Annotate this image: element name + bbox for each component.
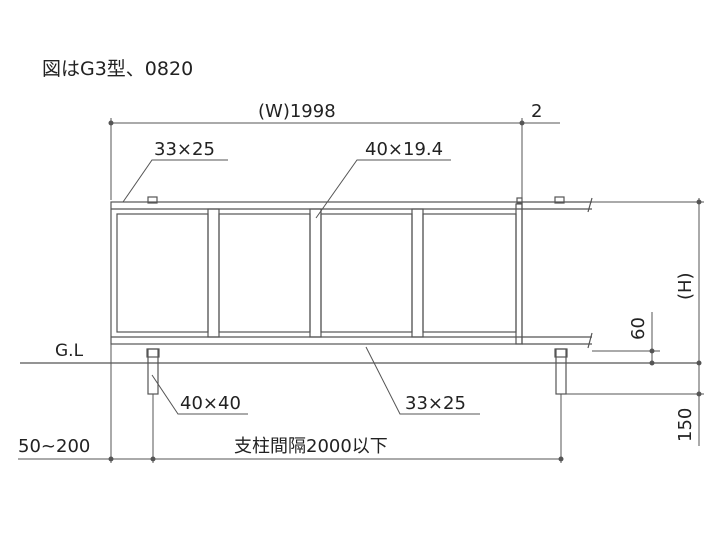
mid-bar-1 (207, 208, 220, 338)
diagram-caption: 図はG3型、0820 (42, 58, 193, 80)
break-line-bottom (587, 332, 593, 349)
h60-dot-top (649, 348, 655, 354)
post-left (147, 348, 159, 395)
top-rail-label: 33×25 (154, 139, 215, 160)
end-bar (515, 203, 523, 345)
break-line-top (587, 197, 593, 213)
post-label: 40×40 (180, 393, 241, 414)
fence-panel (110, 196, 593, 395)
panel-outer-frame (110, 201, 523, 345)
dimension-lines (18, 118, 704, 463)
mid-bar-label: 40×19.4 (365, 139, 443, 160)
h60-label: 60 (628, 317, 649, 340)
top-bracket-mid (516, 197, 523, 204)
post-right-cap (554, 348, 568, 358)
top-bracket-left (147, 196, 158, 204)
mid-bar-2 (309, 208, 322, 338)
height-dot-top (696, 199, 702, 205)
post-right (555, 348, 567, 395)
ground-label: G.L (55, 341, 84, 361)
leader-bottom-rail (365, 346, 480, 415)
top-bracket-right (554, 196, 565, 204)
bottom-rail-label: 33×25 (405, 393, 466, 414)
h60-dot-bottom (649, 360, 655, 366)
h150-label: 150 (675, 408, 696, 442)
offset-label: 50~200 (18, 436, 90, 457)
post-left-cap (146, 348, 160, 358)
mid-bar-3 (411, 208, 424, 338)
leader-mid-bar (315, 159, 451, 219)
infill-pane-1 (116, 213, 209, 333)
spacing-dot-left (150, 456, 156, 462)
leader-post (151, 374, 248, 415)
width-label: (W)1998 (258, 101, 336, 122)
infill-pane-2 (218, 213, 311, 333)
infill-pane-4 (422, 213, 517, 333)
spacing-dot-right (558, 456, 564, 462)
height-dot-ground (696, 360, 702, 366)
gap-label: 2 (531, 101, 542, 122)
infill-pane-3 (320, 213, 413, 333)
width-dim-dot-left (108, 120, 114, 126)
offset-dot (108, 456, 114, 462)
height-label: (H) (675, 272, 696, 300)
spacing-label: 支柱間隔2000以下 (234, 436, 388, 457)
depth-dot-bottom (696, 391, 702, 397)
width-dim-dot-right (519, 120, 525, 126)
leader-top-rail (122, 159, 228, 203)
